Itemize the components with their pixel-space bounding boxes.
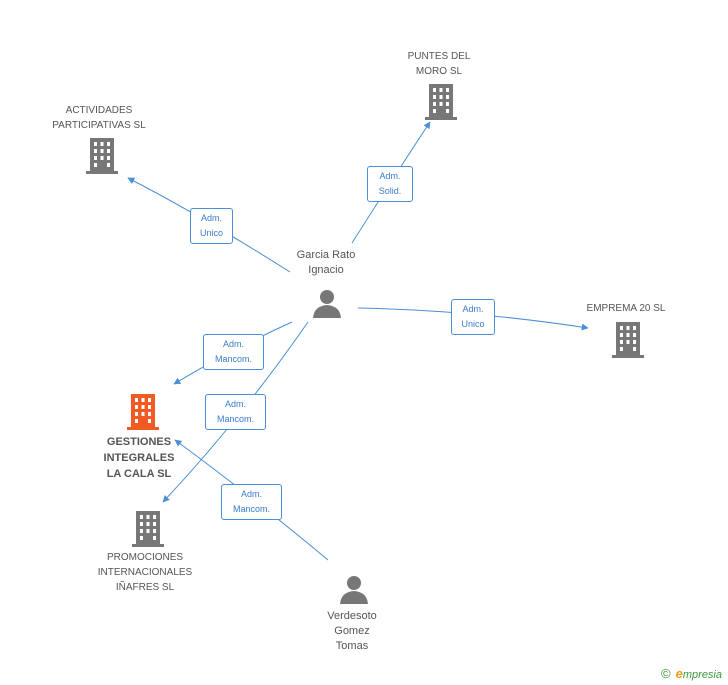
edge-badge-actividades[interactable]: Adm. Unico: [190, 208, 233, 244]
label-emprema: EMPREMA 20 SL: [586, 303, 666, 314]
edge-badge-gestiones-verdesoto[interactable]: Adm. Mancom.: [221, 484, 282, 520]
label-verdesoto: Verdesoto Gomez Tomas: [327, 610, 377, 652]
label-gestiones: GESTIONES INTEGRALES LA CALA SL: [103, 436, 175, 480]
label-puntes: PUNTES DEL MORO SL: [407, 51, 471, 77]
copyright-icon: ©: [660, 666, 671, 681]
brand-logo-initial: e: [675, 666, 683, 681]
building-icon[interactable]: [425, 84, 457, 120]
person-icon[interactable]: [339, 574, 369, 604]
label-actividades: ACTIVIDADES PARTICIPATIVAS SL: [52, 105, 146, 131]
edge-badge-gestiones-garcia[interactable]: Adm. Mancom.: [203, 334, 264, 370]
edge-badge-emprema[interactable]: Adm. Unico: [451, 299, 495, 335]
label-garcia: Garcia Rato Ignacio: [296, 249, 356, 276]
building-icon-highlighted[interactable]: [127, 394, 159, 430]
building-icon[interactable]: [612, 322, 644, 358]
person-icon[interactable]: [312, 288, 342, 318]
building-icon[interactable]: [86, 138, 118, 174]
building-icon[interactable]: [132, 511, 164, 547]
edge-badge-puntes[interactable]: Adm. Solid.: [367, 166, 413, 202]
brand-footer: © empresia: [661, 666, 722, 681]
edge-badge-promociones[interactable]: Adm. Mancom.: [205, 394, 266, 430]
brand-logo-text: mpresia: [682, 669, 722, 681]
label-promociones: PROMOCIONES INTERNACIONALES IÑAFRES SL: [97, 552, 193, 593]
